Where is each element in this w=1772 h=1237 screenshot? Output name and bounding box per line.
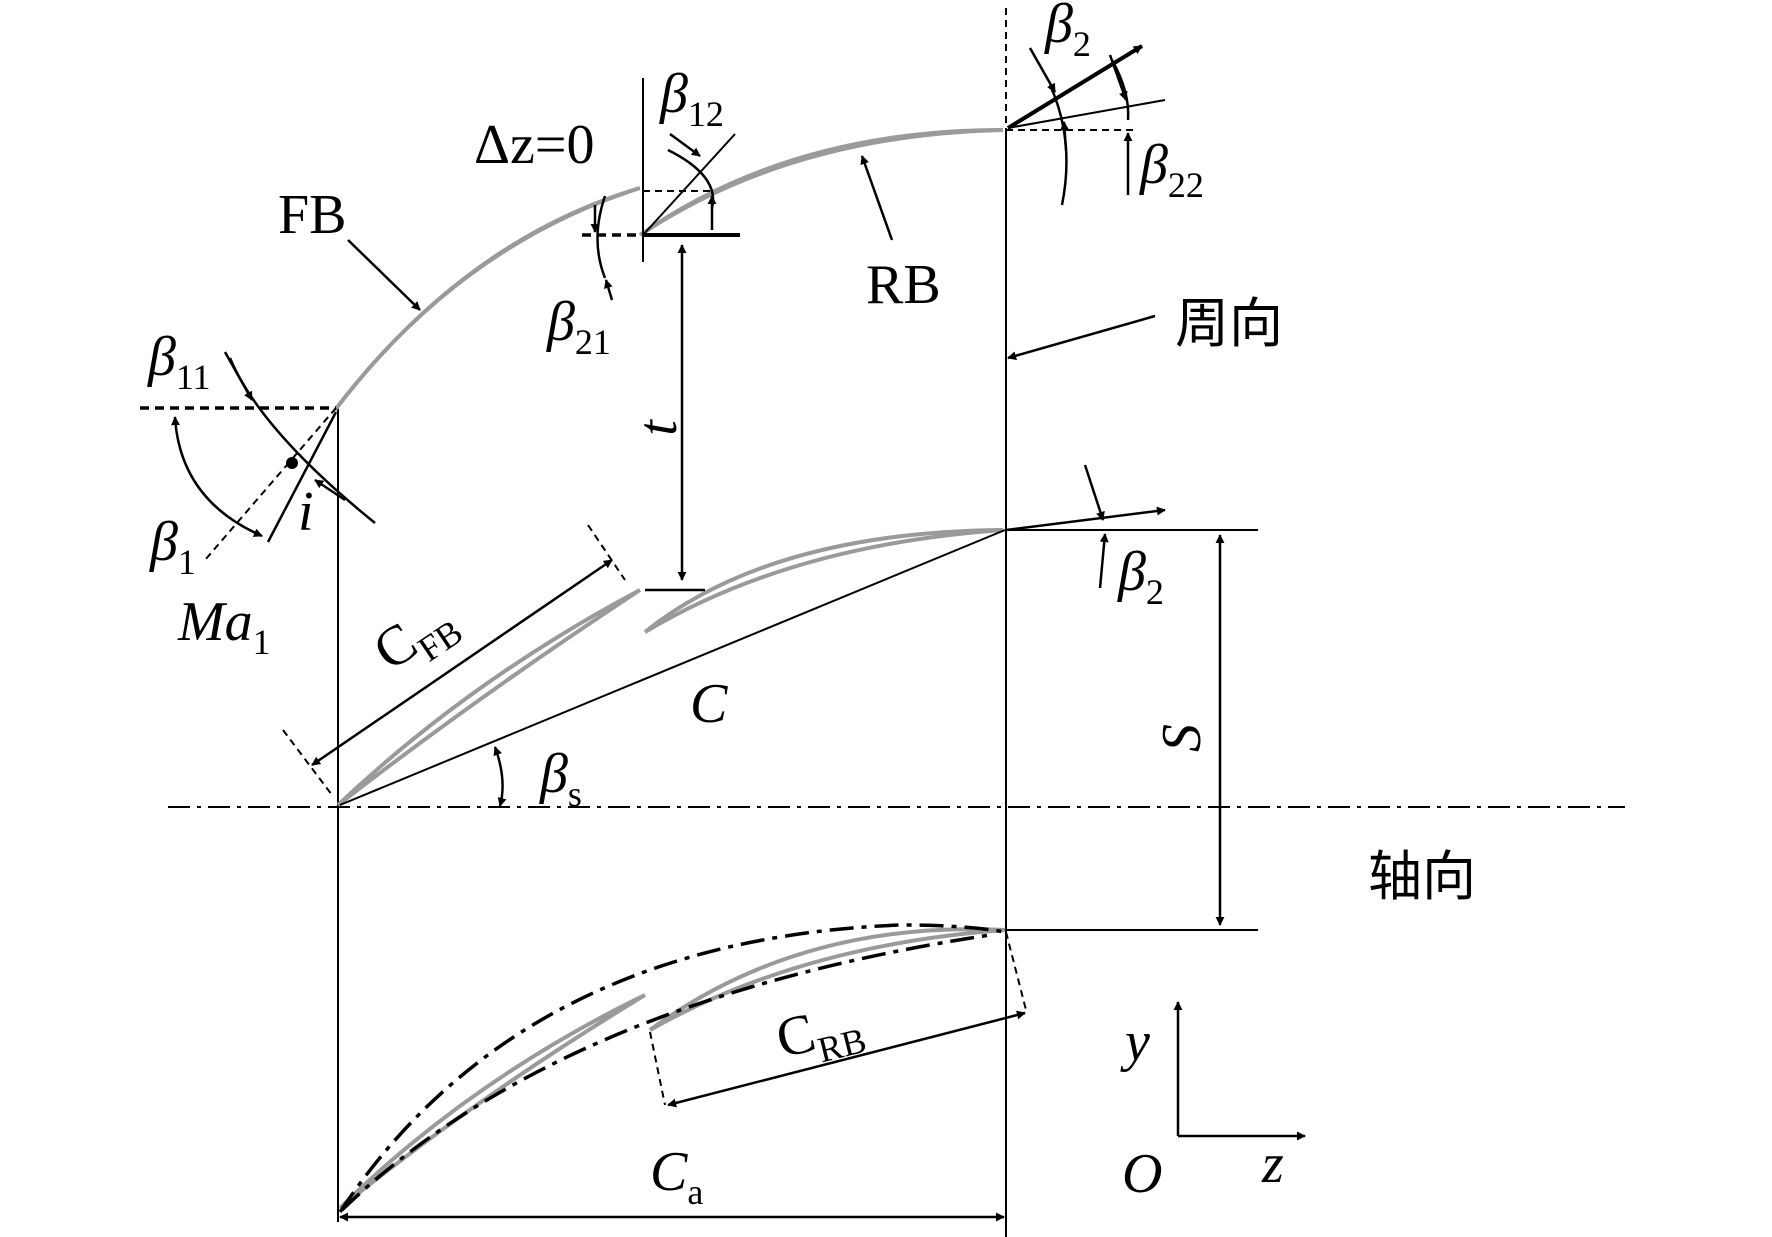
- label-beta11: β11: [147, 326, 211, 397]
- blade-row-bottom: [338, 529, 1258, 1213]
- beta-s-subscript: s: [568, 774, 582, 814]
- beta11-symbol: β: [147, 326, 176, 388]
- cfb-dimension: [282, 524, 626, 796]
- beta22-arrow-down: [1108, 54, 1128, 101]
- equivalent-blade-dashdot-lower: [340, 933, 991, 1212]
- label-ma1: Ma1: [177, 591, 271, 662]
- beta2-middle-arrow-down: [1083, 464, 1105, 521]
- front-blade-bottom: [338, 993, 647, 1210]
- front-blade-top: [333, 186, 641, 412]
- label-fb: FB: [278, 184, 347, 246]
- beta2-top-arrow: [1028, 47, 1057, 93]
- label-beta2-top: β2: [1044, 0, 1091, 64]
- ma-symbol: Ma: [177, 591, 253, 653]
- crb-extension-left: [649, 1031, 666, 1106]
- label-c: C: [690, 673, 728, 735]
- ca-symbol: C: [650, 1141, 688, 1203]
- beta21-bottom-arrow: [604, 279, 614, 301]
- label-axis-z: z: [1261, 1133, 1284, 1195]
- label-circumferential: 周向: [1175, 292, 1283, 355]
- label-delta-z: Δz=0: [474, 114, 594, 176]
- label-beta-s: βs: [539, 743, 582, 814]
- crb-subscript: RB: [814, 1020, 870, 1070]
- beta21-arc: [596, 195, 607, 279]
- blade-row-top: [333, 128, 1004, 412]
- label-cfb: CFB: [363, 586, 470, 690]
- beta21-symbol: β: [546, 291, 575, 353]
- label-beta2-middle: β2: [1117, 541, 1164, 612]
- rear-blade-top: [638, 128, 1004, 237]
- cfb-arrow: [311, 558, 613, 767]
- label-axis-y: y: [1120, 1011, 1150, 1073]
- mach-direction-line: [266, 411, 338, 543]
- beta12-outlet-arrow: [1060, 121, 1070, 151]
- label-ca: Ca: [650, 1141, 703, 1212]
- beta2-middle-symbol: β: [1117, 541, 1146, 603]
- middle-outlet-flow-arrow: [1005, 506, 1166, 532]
- beta2-top-subscript: 2: [1073, 24, 1091, 64]
- label-s: S: [1151, 724, 1213, 752]
- beta2-middle-subscript: 2: [1146, 572, 1164, 612]
- label-t: t: [627, 419, 689, 436]
- label-beta21: β21: [546, 291, 611, 362]
- rear-blade-middle: [643, 528, 1004, 634]
- beta11-arrow: [223, 351, 254, 401]
- label-axial: 轴向: [1368, 845, 1476, 908]
- outlet-angle-annotation-middle: [1005, 464, 1166, 589]
- fb-leader-arrow: [347, 239, 421, 311]
- label-beta22: β22: [1139, 134, 1204, 205]
- incidence-arrow: [314, 478, 346, 502]
- outlet-beta22-line: [1007, 99, 1166, 129]
- blade-row-middle: [336, 528, 1006, 807]
- pitch-annotation: [582, 78, 740, 581]
- label-beta12: β12: [659, 63, 724, 134]
- inlet-reference-point: [286, 457, 298, 469]
- crb-dimension: [649, 931, 1027, 1108]
- chord-line-c: [339, 529, 1006, 806]
- label-i: i: [298, 481, 314, 543]
- beta2-top-symbol: β: [1044, 0, 1073, 55]
- beta12-subscript: 12: [688, 94, 724, 134]
- mid-angle-annotation: [590, 132, 736, 301]
- crb-symbol: C: [770, 1001, 821, 1070]
- crb-arrow: [667, 1010, 1026, 1108]
- inlet-angle-annotation: [140, 351, 376, 561]
- beta12-symbol: β: [659, 63, 688, 125]
- beta21-subscript: 21: [575, 322, 611, 362]
- equivalent-blade-dashdot-upper: [338, 923, 1006, 1213]
- beta-s-arc: [493, 746, 507, 807]
- beta1-symbol: β: [149, 511, 178, 573]
- beta12-reference-line: [642, 133, 736, 236]
- beta11-subscript: 11: [176, 357, 211, 397]
- outlet-flow-arrow: [1006, 44, 1144, 130]
- label-rb: RB: [866, 254, 941, 316]
- beta1-subscript: 1: [178, 542, 196, 582]
- rb-leader-arrow: [860, 155, 894, 241]
- rear-blade-bottom: [648, 927, 1006, 1032]
- crb-extension-right: [1005, 931, 1027, 1011]
- circumferential-leader-arrow: [1007, 314, 1156, 361]
- cfb-extension-lower: [282, 729, 333, 796]
- label-origin: O: [1122, 1143, 1162, 1205]
- beta1-arc: [170, 416, 263, 538]
- beta22-symbol: β: [1139, 134, 1168, 196]
- label-beta1: β1: [149, 511, 196, 582]
- inlet-flow-dashed-line: [204, 407, 337, 561]
- beta-s-symbol: β: [539, 743, 568, 805]
- beta12-arrow: [669, 132, 701, 158]
- ma-subscript: 1: [253, 622, 271, 662]
- beta22-subscript: 22: [1168, 165, 1204, 205]
- outlet-angle-annotation-top: [1006, 44, 1166, 206]
- ca-subscript: a: [687, 1172, 703, 1212]
- coordinate-axes: [1173, 1001, 1306, 1141]
- beta2-middle-arrow-up: [1098, 533, 1109, 589]
